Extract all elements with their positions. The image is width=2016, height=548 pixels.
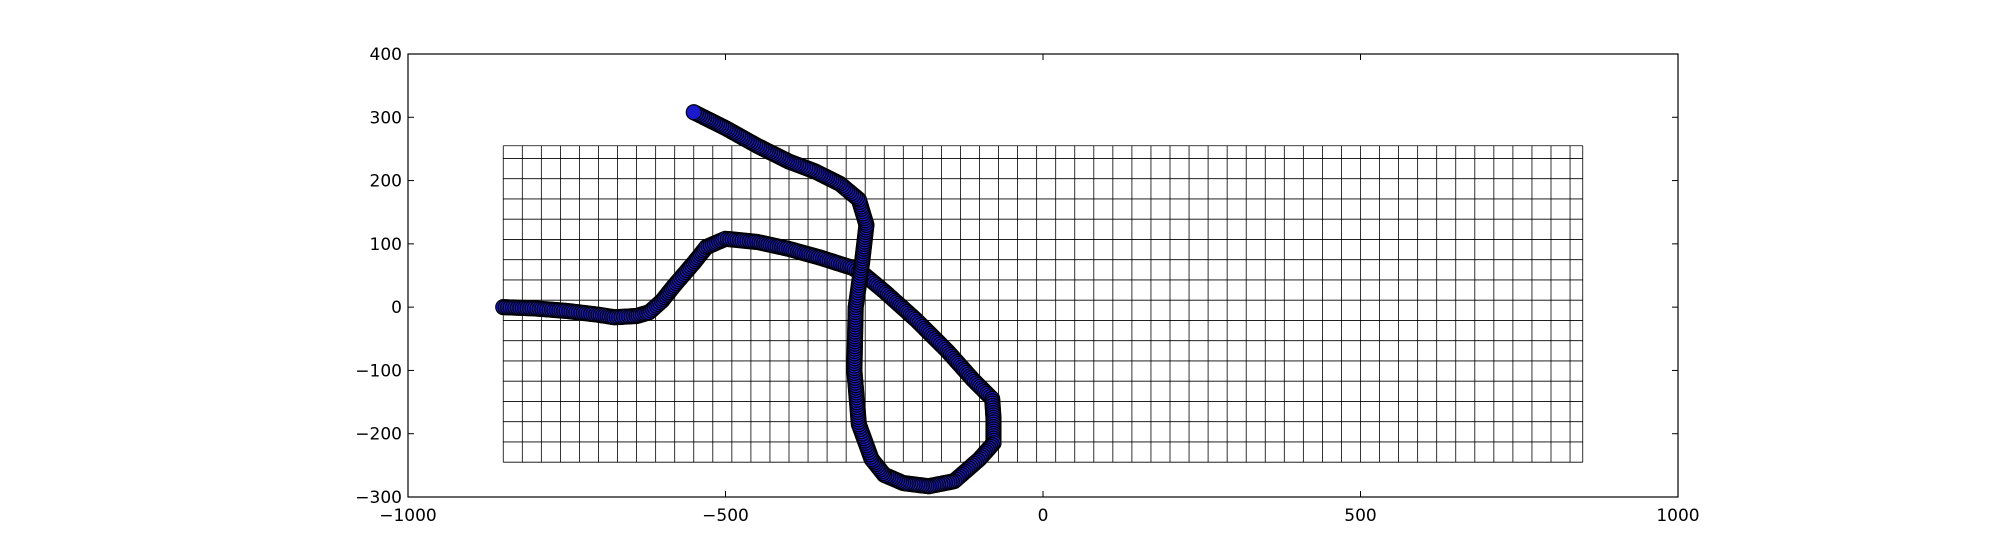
- y-tick-label: −200: [355, 425, 402, 445]
- trajectory-series: [495, 104, 1002, 495]
- y-tick-label: −300: [355, 488, 402, 508]
- x-tick-label: −1000: [379, 506, 437, 526]
- plot-area: [408, 54, 1678, 497]
- y-tick-label: 100: [370, 235, 402, 255]
- y-tick-label: −100: [355, 361, 402, 381]
- x-tick-label: 0: [1038, 506, 1049, 526]
- y-tick-label: 400: [370, 45, 402, 65]
- data-point: [685, 104, 702, 121]
- x-tick-label: 500: [1344, 506, 1376, 526]
- y-tick-label: 300: [370, 108, 402, 128]
- x-tick-label: 1000: [1656, 506, 1699, 526]
- x-tick-label: −500: [702, 506, 749, 526]
- y-tick-label: 200: [370, 172, 402, 192]
- y-tick-label: 0: [391, 298, 402, 318]
